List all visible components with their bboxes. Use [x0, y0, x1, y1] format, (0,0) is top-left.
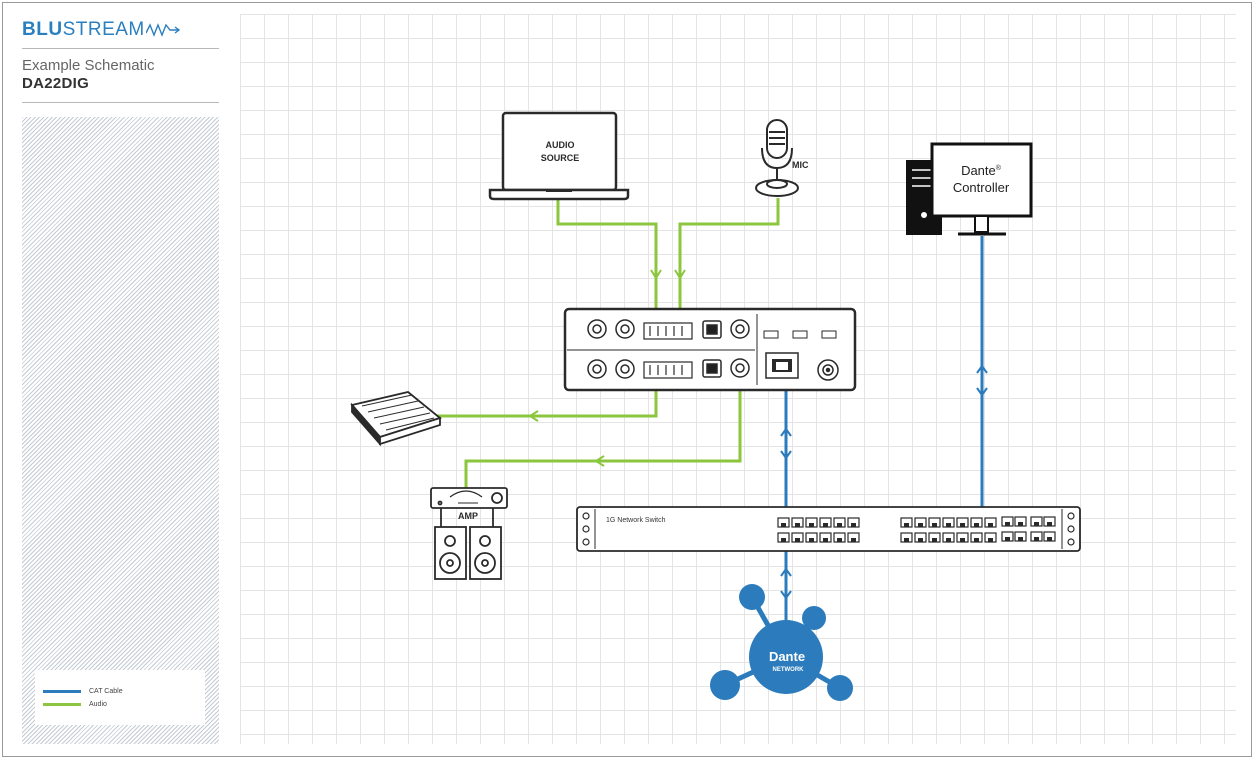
brand-light: STREAM [62, 19, 145, 40]
rack-ear-icon [582, 512, 1075, 546]
sidebar: BLUSTREAM Example Schematic DA22DIG [22, 15, 219, 103]
arrow-left-icon [594, 455, 605, 467]
arrow-left-icon [528, 410, 539, 422]
switch-port-icon [847, 517, 860, 528]
switch-port-icon [956, 532, 969, 543]
laptop-icon: AUDIO SOURCE [488, 111, 630, 201]
legend: CAT Cable Audio [35, 670, 205, 725]
coax-port-icon [730, 319, 750, 378]
switch-port-icon [956, 517, 969, 528]
dante-network-text: NETWORK [773, 667, 805, 673]
microphone-icon: MIC [755, 119, 809, 197]
arrow-updown-icon [976, 387, 988, 397]
switch-port-icon [1001, 531, 1014, 542]
switch-port-icon [942, 532, 955, 543]
switch-port-icon [819, 517, 832, 528]
schematic-subtitle: Example Schematic [22, 57, 155, 74]
rj45-port-icon [765, 352, 799, 379]
switch-port-icon [970, 532, 983, 543]
legend-item-audio: Audio [43, 700, 107, 710]
switch-port-icon [914, 532, 927, 543]
brand-logo: BLUSTREAM [22, 15, 219, 45]
switch-port-icon [805, 532, 818, 543]
knob-icon [587, 319, 635, 379]
switch-port-icon [805, 517, 818, 528]
audio-cable-laptop [556, 198, 658, 312]
arrow-down-icon [650, 269, 662, 280]
legend-swatch-cat [43, 689, 81, 693]
cat-cables [784, 236, 984, 630]
arrow-updown-icon [780, 567, 792, 577]
switch-port-icon [1043, 531, 1056, 542]
audio-cables [428, 198, 780, 488]
dante-network: Dante NETWORK [710, 584, 853, 701]
switch-ports [777, 516, 1056, 543]
switch-port-icon [791, 517, 804, 528]
legend-label-cat: CAT Cable [89, 688, 123, 695]
divider [22, 48, 219, 49]
arrow-updown-icon [976, 364, 988, 374]
switch-port-icon [847, 532, 860, 543]
terminal-block-icon [643, 322, 693, 379]
speaker-icon [469, 526, 502, 580]
switch-port-icon [833, 532, 846, 543]
network-switch: 1G Network Switch [576, 506, 1081, 552]
controller-label-line2: Controller [953, 180, 1010, 195]
legend-swatch-audio [43, 702, 81, 706]
wave-icon [145, 23, 180, 37]
switch-label: 1G Network Switch [606, 517, 666, 524]
switch-port-icon [984, 517, 997, 528]
dip-switch-icon [763, 330, 837, 339]
switch-port-icon [777, 517, 790, 528]
legend-label-audio: Audio [89, 701, 107, 708]
sidebar-hatch-panel [22, 117, 219, 744]
mixer-icon [350, 391, 442, 447]
amp-label: AMP [458, 511, 478, 521]
switch-port-icon [900, 517, 913, 528]
amplifier-icon: AMP [430, 487, 508, 527]
switch-port-icon [928, 532, 941, 543]
audio-cable-amp [464, 372, 742, 488]
switch-port-icon [900, 532, 913, 543]
speaker-icon [434, 526, 467, 580]
arrow-updown-icon [780, 590, 792, 600]
arrow-down-icon [674, 269, 686, 280]
optical-port-icon [702, 320, 722, 378]
audio-cable-mixer [428, 390, 658, 418]
audio-cable-mic [678, 198, 780, 312]
da22dig-device [563, 307, 857, 392]
controller-label-line1: Dante® [961, 163, 1002, 178]
switch-port-icon [1014, 516, 1027, 527]
switch-port-icon [1014, 531, 1027, 542]
arrow-updown-icon [780, 427, 792, 437]
divider [22, 102, 219, 103]
switch-port-icon [942, 517, 955, 528]
dante-logo-text: Dante [769, 649, 805, 664]
arrow-updown-icon [780, 450, 792, 460]
switch-port-icon [833, 517, 846, 528]
laptop-label-line2: SOURCE [541, 153, 580, 163]
switch-port-icon [984, 532, 997, 543]
brand-bold: BLU [22, 19, 63, 40]
switch-port-icon [928, 517, 941, 528]
power-connector-icon [817, 359, 839, 381]
legend-item-cat: CAT Cable [43, 687, 123, 697]
switch-port-icon [777, 532, 790, 543]
mic-label: MIC [792, 160, 809, 170]
switch-port-icon [914, 517, 927, 528]
switch-port-icon [1043, 516, 1056, 527]
switch-port-icon [1001, 516, 1014, 527]
monitor-icon: Dante® Controller [930, 142, 1033, 236]
switch-port-icon [1030, 531, 1043, 542]
switch-port-icon [970, 517, 983, 528]
laptop-label-line1: AUDIO [546, 140, 575, 150]
switch-port-icon [1030, 516, 1043, 527]
switch-port-icon [791, 532, 804, 543]
cat-arrows [780, 364, 988, 600]
model-name: DA22DIG [22, 75, 90, 92]
switch-port-icon [819, 532, 832, 543]
audio-arrows [528, 269, 686, 467]
